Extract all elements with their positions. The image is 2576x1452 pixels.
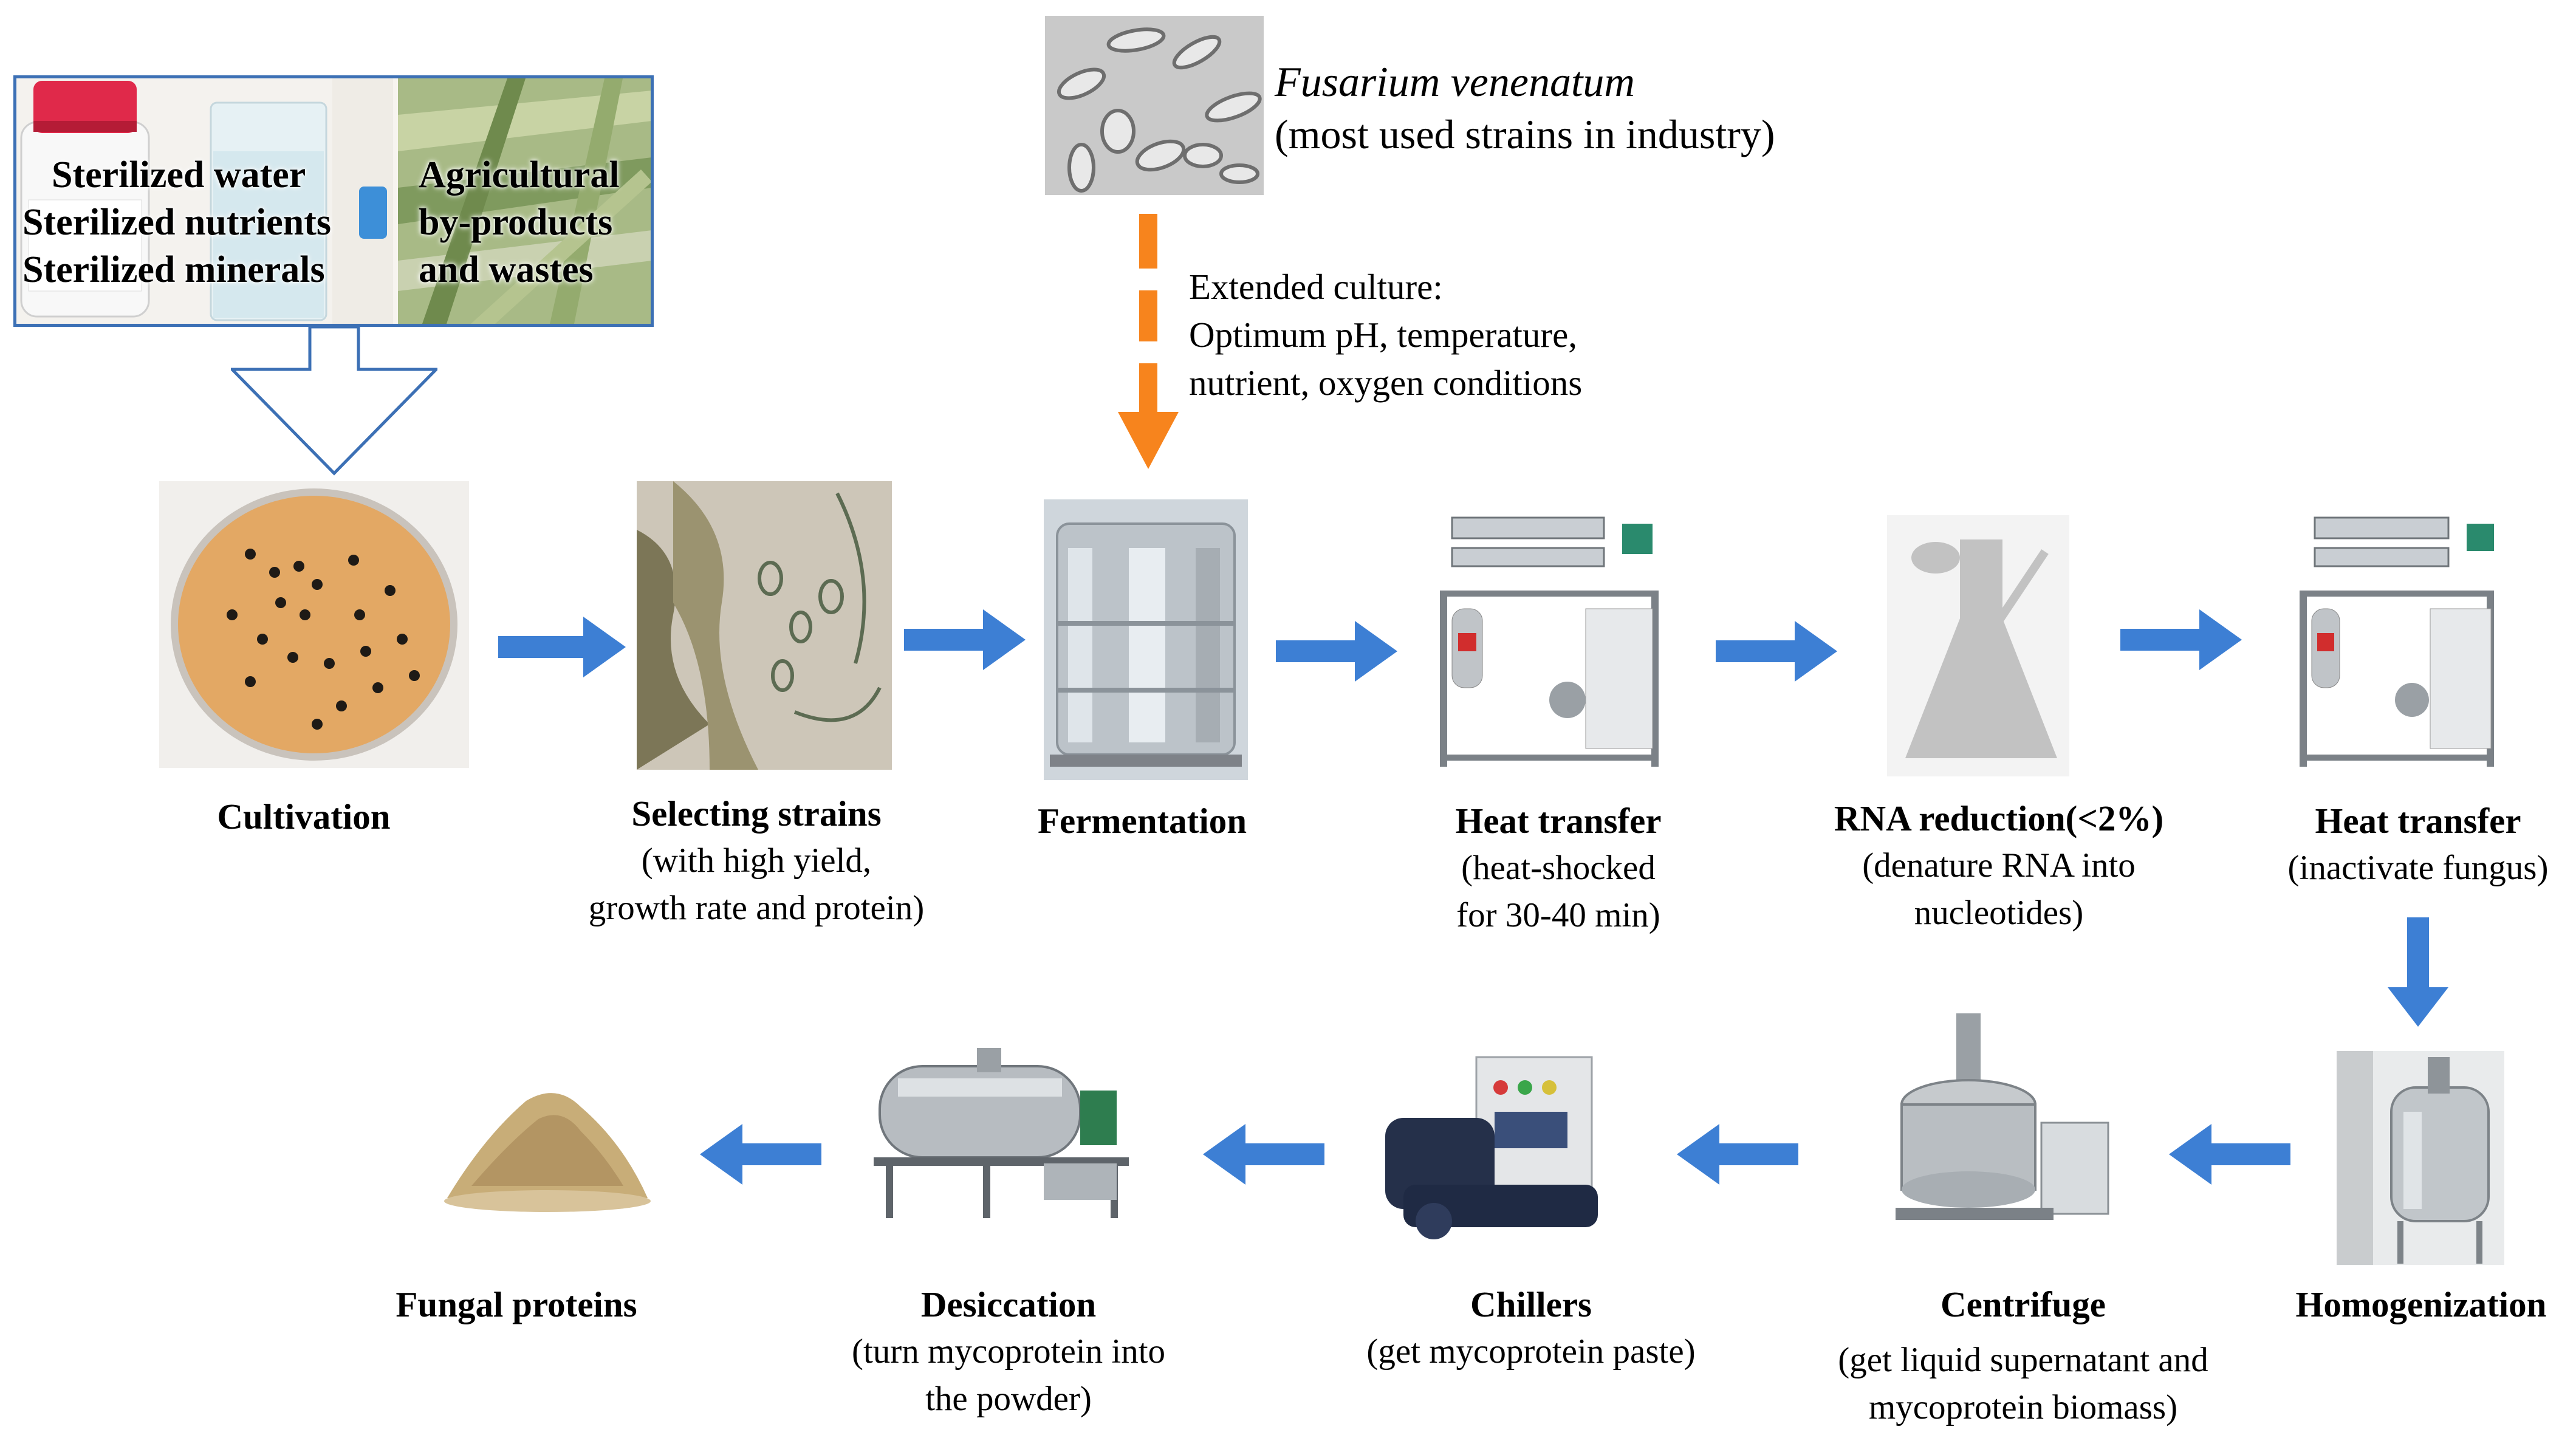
- flow-arrow-1-icon: [498, 617, 626, 677]
- heat-exchanger-icon: [1428, 499, 1671, 773]
- step-desiccation-sub-2: the powder): [925, 1380, 1092, 1418]
- step-cultivation-title: Cultivation: [217, 796, 391, 837]
- input-down-arrow-icon: [231, 325, 437, 476]
- homogenizer-icon: [2337, 1051, 2504, 1265]
- flow-arrow-2-icon: [904, 609, 1026, 670]
- input-agricultural-label: Agricultural: [419, 154, 620, 196]
- input-byproducts-label: by-products: [419, 202, 613, 243]
- step-homogenization-title: Homogenization: [2295, 1284, 2547, 1324]
- step-heat-2-title: Heat transfer: [2315, 801, 2521, 841]
- dryer-icon: [862, 1042, 1141, 1230]
- fusarium-name: Fusarium venenatum: [1275, 59, 1635, 106]
- step-centrifuge-sub-2: mycoprotein biomass): [1868, 1388, 2178, 1426]
- step-desiccation-title: Desiccation: [920, 1284, 1097, 1324]
- step-heat-1-sub-2: for 30-40 min): [1456, 896, 1660, 934]
- flow-arrow-9-icon: [2169, 1124, 2290, 1185]
- flask-icon: [1887, 515, 2069, 776]
- extended-culture-line-1: Optimum pH, temperature,: [1189, 315, 1578, 355]
- flow-arrow-8-icon: [1677, 1124, 1798, 1185]
- fusarium-micrograph-image: [1045, 16, 1264, 195]
- step-fungal-proteins-title: Fungal proteins: [396, 1284, 637, 1324]
- flow-arrow-5-icon: [2120, 609, 2242, 670]
- step-rna-sub-2: nucleotides): [1914, 894, 2084, 932]
- step-selecting-sub-1: (with high yield,: [641, 841, 872, 880]
- step-desiccation-sub-1: (turn mycoprotein into: [851, 1332, 1166, 1371]
- flow-arrow-down-icon: [2388, 917, 2448, 1027]
- step-chillers: Chillers (get mycoprotein paste): [1312, 1281, 1750, 1375]
- microscope-strains-icon: [637, 481, 892, 770]
- extended-culture-heading: Extended culture:: [1189, 267, 1443, 307]
- step-rna: RNA reduction(<2%) (denature RNA into nu…: [1780, 795, 2218, 937]
- step-heat-1: Heat transfer (heat-shocked for 30-40 mi…: [1385, 797, 1732, 939]
- step-heat-1-title: Heat transfer: [1455, 801, 1662, 841]
- step-selecting: Selecting strains (with high yield, grow…: [547, 790, 966, 932]
- input-wastes-label: and wastes: [419, 249, 594, 290]
- flow-arrow-3-icon: [1276, 621, 1397, 682]
- step-heat-1-sub-1: (heat-shocked: [1461, 849, 1656, 887]
- step-chillers-sub-1: (get mycoprotein paste): [1366, 1332, 1696, 1371]
- agricultural-plants-image: [398, 78, 651, 324]
- step-heat-2-sub-1: (inactivate fungus): [2287, 849, 2549, 887]
- input-minerals-label: Sterilized minerals: [22, 249, 325, 290]
- flow-arrow-6-icon: [700, 1124, 821, 1185]
- step-cultivation: Cultivation: [146, 793, 462, 840]
- step-homogenization: Homogenization: [2272, 1281, 2570, 1328]
- step-rna-title: RNA reduction(<2%): [1834, 798, 2164, 838]
- step-centrifuge-sub-1: (get liquid supernatant and: [1838, 1341, 2208, 1379]
- fermentation-tank-icon: [1044, 499, 1248, 780]
- step-fungal-proteins: Fungal proteins: [352, 1281, 680, 1328]
- step-centrifuge-title: Centrifuge: [1941, 1284, 2106, 1324]
- input-materials-box: Sterilized water Sterilized nutrients St…: [13, 75, 654, 327]
- chiller-icon: [1379, 1045, 1610, 1252]
- step-desiccation: Desiccation (turn mycoprotein into the p…: [790, 1281, 1227, 1423]
- culture-down-arrow-icon: [1118, 214, 1179, 469]
- protein-powder-icon: [435, 1064, 660, 1222]
- input-nutrients-label: Sterilized nutrients: [22, 202, 331, 243]
- step-chillers-title: Chillers: [1470, 1284, 1592, 1324]
- extended-culture-line-2: nutrient, oxygen conditions: [1189, 363, 1583, 403]
- input-water-label: Sterilized water: [52, 154, 306, 196]
- step-fermentation-title: Fermentation: [1037, 801, 1247, 841]
- step-selecting-title: Selecting strains: [631, 793, 882, 834]
- flow-arrow-7-icon: [1203, 1124, 1324, 1185]
- heat-exchanger-icon-2: [2290, 499, 2503, 773]
- connector-plus-icon: [359, 187, 387, 239]
- fusarium-description: (most used strains in industry): [1275, 111, 1775, 157]
- step-selecting-sub-2: growth rate and protein): [588, 889, 925, 927]
- flow-arrow-4-icon: [1716, 621, 1837, 682]
- step-heat-2: Heat transfer (inactivate fungus): [2248, 797, 2576, 892]
- centrifuge-icon: [1877, 1001, 2120, 1244]
- step-fermentation: Fermentation: [990, 797, 1294, 844]
- step-rna-sub-1: (denature RNA into: [1862, 846, 2136, 885]
- bottle-and-water-image: [16, 78, 393, 324]
- step-centrifuge: Centrifuge (get liquid supernatant and m…: [1780, 1281, 2266, 1431]
- petri-dish-icon: [159, 481, 469, 768]
